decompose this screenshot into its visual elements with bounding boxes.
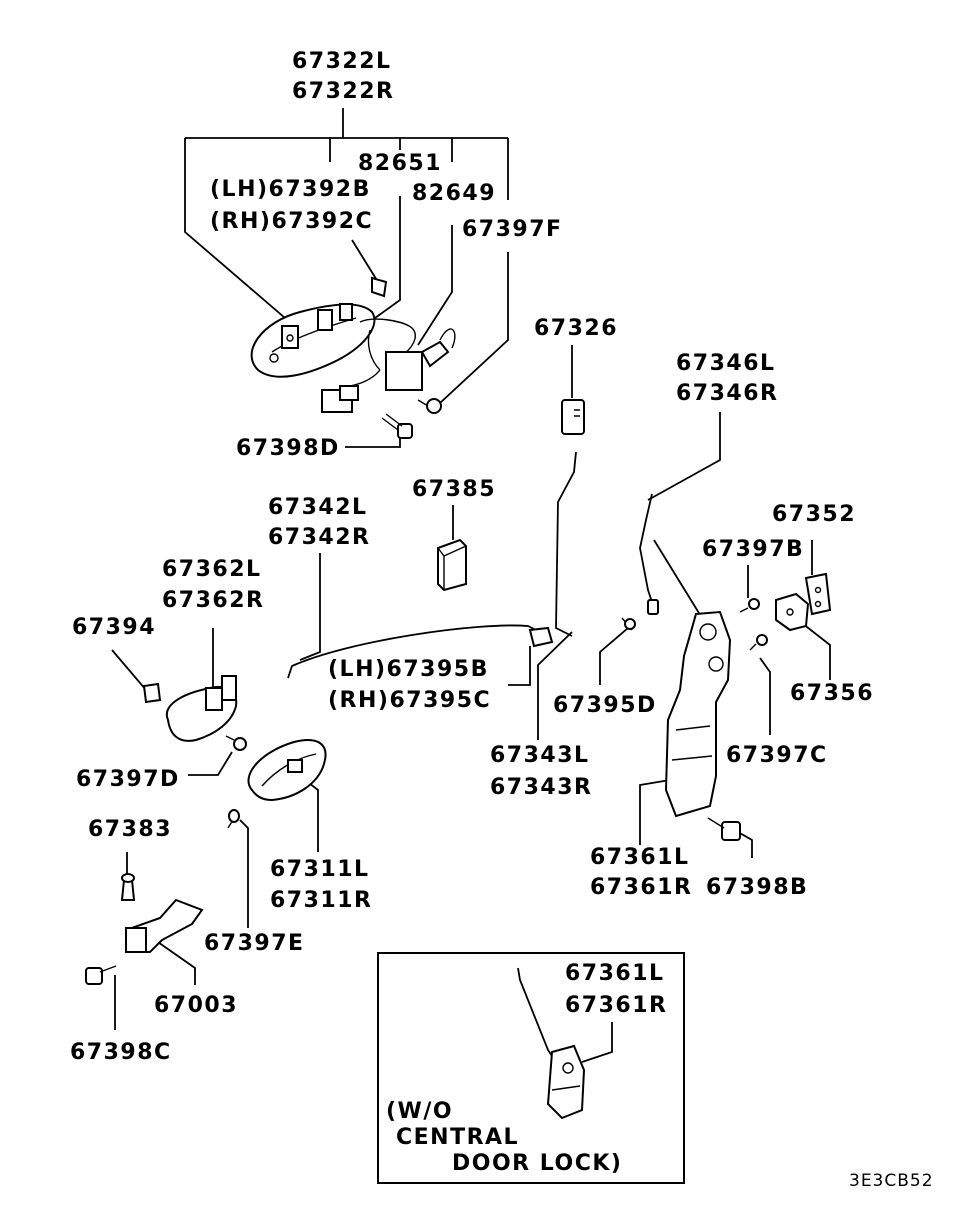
part-clip-67326 (561, 399, 585, 435)
label-67395b: (LH)67395B (328, 657, 489, 682)
label-82651: 82651 (358, 151, 442, 176)
part-rod-67343 (555, 451, 577, 637)
label-67392-lh: (LH)67392B (210, 177, 371, 202)
part-inside-handle-67362 (165, 675, 238, 742)
inset-note-line-3: DOOR LOCK) (452, 1151, 622, 1176)
part-screw-67395D (621, 617, 636, 631)
part-outside-handle (250, 303, 376, 378)
label-67346-r: 67346R (676, 381, 778, 406)
part-rod-67346 (639, 493, 659, 615)
label-67352: 67352 (772, 502, 856, 527)
label-67362-r: 67362R (162, 588, 264, 613)
inset-note-line-2: CENTRAL (396, 1125, 519, 1150)
part-bolt-67383 (120, 873, 136, 901)
label-67397f: 67397F (462, 217, 563, 242)
part-screw-67397B (739, 598, 760, 613)
label-67395d: 67395D (553, 693, 657, 718)
label-67385: 67385 (412, 477, 496, 502)
part-bolt-67398C (85, 965, 117, 985)
label-67398b: 67398B (706, 875, 808, 900)
diagram-code: 3E3CB52 (849, 1171, 934, 1191)
part-escutcheon-67311 (247, 739, 327, 802)
label-67322-r: 67322R (292, 79, 394, 104)
part-clip-67394 (142, 682, 162, 704)
label-67362-l: 67362L (162, 557, 262, 582)
label-67311-l: 67311L (270, 857, 370, 882)
label-67361-r: 67361R (590, 875, 692, 900)
part-bolt-67398B (707, 817, 741, 841)
label-67346-l: 67346L (676, 351, 776, 376)
label-inset-67361-l: 67361L (565, 961, 665, 986)
label-67383: 67383 (88, 817, 172, 842)
label-67343-l: 67343L (490, 743, 590, 768)
inset-note-line-1: (W/O (386, 1099, 453, 1124)
part-bolt-67398D (381, 413, 413, 439)
inset-box (377, 952, 685, 1184)
labels: 67322L 67322R 82651 (LH)67392B (RH)67392… (70, 49, 934, 1191)
label-67343-r: 67343R (490, 775, 592, 800)
part-checker-67003 (124, 898, 204, 953)
label-67392-rh: (RH)67392C (210, 209, 373, 234)
label-67342-r: 67342R (268, 525, 370, 550)
label-67398d: 67398D (236, 436, 340, 461)
part-screw-67397C (749, 634, 768, 651)
part-lock-actuator-67361 (653, 539, 732, 818)
label-67397e: 67397E (204, 931, 305, 956)
label-67361-l: 67361L (590, 845, 690, 870)
part-bracket-67356 (775, 592, 810, 632)
label-67394: 67394 (72, 615, 156, 640)
label-67356: 67356 (790, 681, 874, 706)
label-67398c: 67398C (70, 1040, 172, 1065)
label-67322-l: 67322L (292, 49, 392, 74)
label-67395c: (RH)67395C (328, 688, 491, 713)
part-screw-67397E (227, 809, 240, 829)
part-screw-67397D (225, 735, 247, 751)
leader-lines (111, 108, 831, 1030)
label-67326: 67326 (534, 316, 618, 341)
label-67397b: 67397B (702, 537, 804, 562)
label-67342-l: 67342L (268, 495, 368, 520)
part-clip-67395BC (528, 626, 554, 648)
part-key-cylinder-assembly (321, 318, 456, 413)
label-82649: 82649 (412, 181, 496, 206)
part-pad-67385 (437, 538, 467, 592)
part-rod-67342 (287, 624, 541, 679)
label-67397c: 67397C (726, 743, 828, 768)
part-striker-67352 (804, 572, 832, 616)
label-67397d: 67397D (76, 767, 180, 792)
label-67003: 67003 (154, 993, 238, 1018)
label-inset-67361-r: 67361R (565, 993, 667, 1018)
part-clip-67392 (371, 276, 388, 298)
label-67311-r: 67311R (270, 888, 372, 913)
part-screw-67397F (417, 398, 442, 414)
